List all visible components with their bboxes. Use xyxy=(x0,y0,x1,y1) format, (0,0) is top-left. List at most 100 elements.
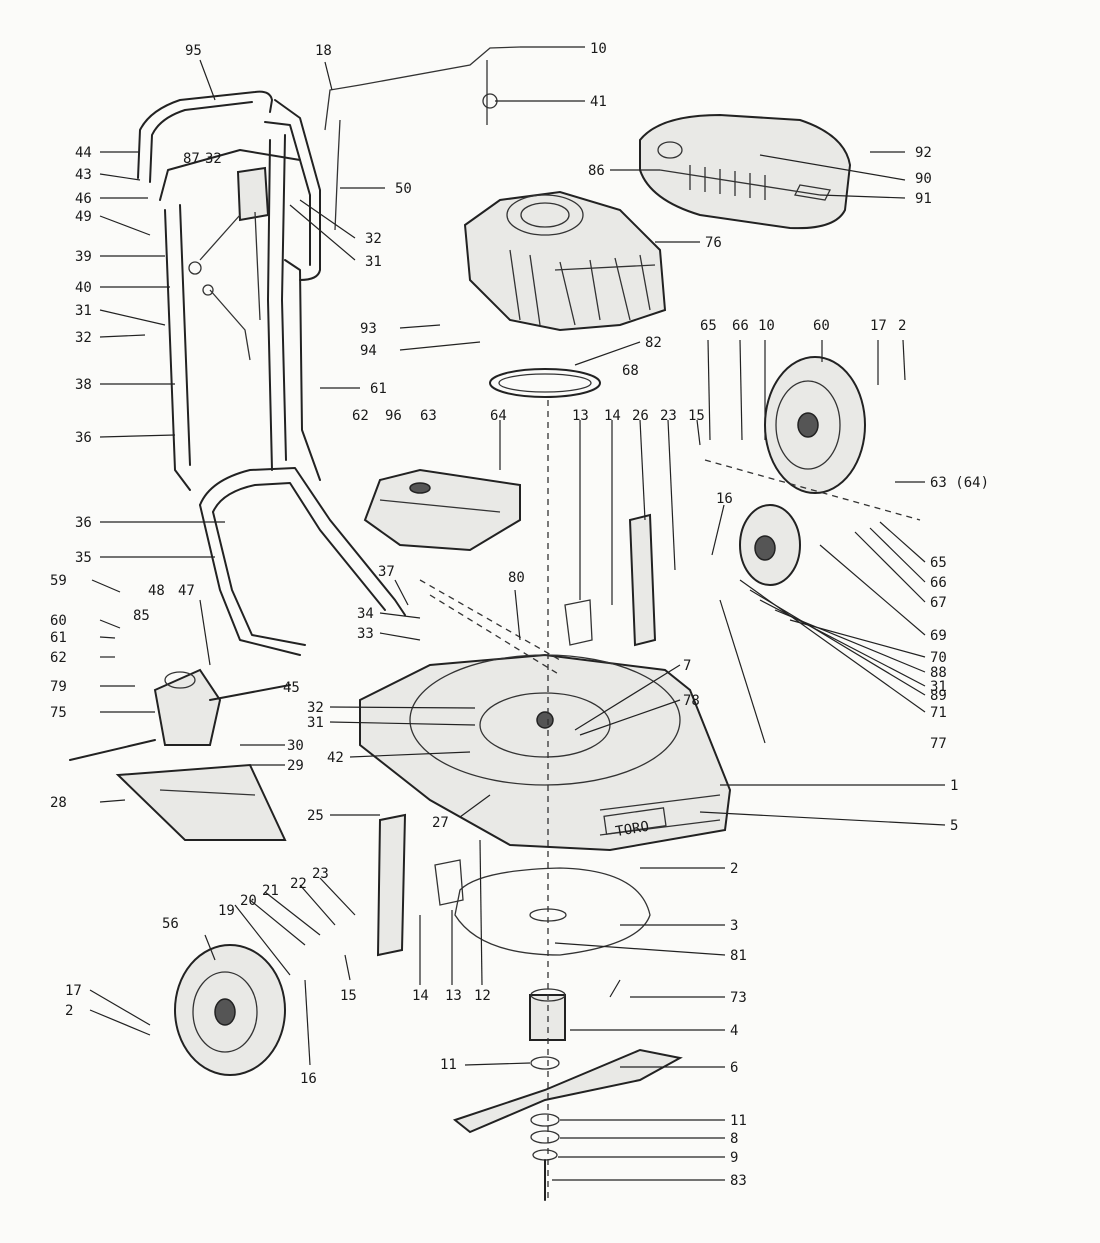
handle-control-bracket xyxy=(188,166,270,361)
callout-numbers: 95 18 10 41 44 43 87 32 46 49 39 40 31 3… xyxy=(50,41,989,1189)
callout-60: 60 xyxy=(50,613,67,629)
upper-handle xyxy=(137,90,321,281)
callout-37: 37 xyxy=(378,564,395,580)
brand-text: TORO xyxy=(614,819,650,841)
callout-43: 43 xyxy=(75,167,92,183)
callout-7: 7 xyxy=(683,658,691,674)
callout-10: 10 xyxy=(590,41,607,57)
front-wheel xyxy=(174,944,286,1076)
callout-95: 95 xyxy=(185,43,202,59)
callout-8: 8 xyxy=(730,1131,738,1147)
callout-90: 90 xyxy=(915,171,932,187)
callout-39: 39 xyxy=(75,249,92,265)
callout-21: 21 xyxy=(262,883,279,899)
callout-40: 40 xyxy=(75,280,92,296)
callout-3: 3 xyxy=(730,918,738,934)
callout-70: 70 xyxy=(930,650,947,666)
callout-69: 69 xyxy=(930,628,947,644)
callout-19: 19 xyxy=(218,903,235,919)
callout-66: 66 xyxy=(732,318,749,334)
callout-44: 44 xyxy=(75,145,92,161)
callout-13: 13 xyxy=(572,408,589,424)
callout-2: 2 xyxy=(898,318,906,334)
callout-89: 89 xyxy=(930,688,947,704)
callout-61: 61 xyxy=(50,630,67,646)
callout-59: 59 xyxy=(50,573,67,589)
callout-32: 32 xyxy=(365,231,382,247)
callout-31: 31 xyxy=(307,715,324,731)
callout-42: 42 xyxy=(327,750,344,766)
callout-2: 2 xyxy=(65,1003,73,1019)
callout-92: 92 xyxy=(915,145,932,161)
callout-31: 31 xyxy=(930,679,947,695)
callout-71: 71 xyxy=(930,705,947,721)
callout-79: 79 xyxy=(50,679,67,695)
callout-18: 18 xyxy=(315,43,332,59)
callout-36: 36 xyxy=(75,515,92,531)
callout-77: 77 xyxy=(930,736,947,752)
lower-handle-bar xyxy=(199,467,406,656)
callout-31: 31 xyxy=(365,254,382,270)
callout-56: 56 xyxy=(162,916,179,932)
callout-94: 94 xyxy=(360,343,377,359)
callout-66: 66 xyxy=(930,575,947,591)
discharge-chute xyxy=(115,763,287,841)
engine-cover xyxy=(639,113,852,230)
rear-wheel xyxy=(764,356,866,494)
callout-16: 16 xyxy=(300,1071,317,1087)
callout-63-64: 63 (64) xyxy=(930,475,989,491)
callout-46: 46 xyxy=(75,191,92,207)
callout-34: 34 xyxy=(357,606,374,622)
belt-cover xyxy=(363,468,521,552)
callout-81: 81 xyxy=(730,948,747,964)
callout-67: 67 xyxy=(930,595,947,611)
callout-13: 13 xyxy=(445,988,462,1004)
callout-83: 83 xyxy=(730,1173,747,1189)
callout-16: 16 xyxy=(716,491,733,507)
callout-4: 4 xyxy=(730,1023,738,1039)
callout-14: 14 xyxy=(412,988,429,1004)
callout-60: 60 xyxy=(813,318,830,334)
callout-15: 15 xyxy=(688,408,705,424)
callout-5: 5 xyxy=(950,818,958,834)
callout-64: 64 xyxy=(490,408,507,424)
callout-65: 65 xyxy=(930,555,947,571)
callout-93: 93 xyxy=(360,321,377,337)
cutting-blade xyxy=(452,1048,683,1134)
rear-axle-line xyxy=(704,459,921,521)
callout-15: 15 xyxy=(340,988,357,1004)
wheel-hub xyxy=(739,504,801,586)
callout-73: 73 xyxy=(730,990,747,1006)
callout-82: 82 xyxy=(645,335,662,351)
lower-handle-frame xyxy=(164,134,321,491)
callout-32: 32 xyxy=(75,330,92,346)
callout-25: 25 xyxy=(307,808,324,824)
callout-86: 86 xyxy=(588,163,605,179)
callout-10: 10 xyxy=(758,318,775,334)
callout-12: 12 xyxy=(474,988,491,1004)
callout-23: 23 xyxy=(660,408,677,424)
callout-26: 26 xyxy=(632,408,649,424)
callout-32: 32 xyxy=(205,151,222,167)
callout-91: 91 xyxy=(915,191,932,207)
callout-41: 41 xyxy=(590,94,607,110)
drive-chain xyxy=(419,579,561,676)
callout-20: 20 xyxy=(240,893,257,909)
callout-62: 62 xyxy=(352,408,369,424)
engine xyxy=(463,190,667,332)
callout-35: 35 xyxy=(75,550,92,566)
callout-48: 48 xyxy=(148,583,165,599)
callout-38: 38 xyxy=(75,377,92,393)
callout-36: 36 xyxy=(75,430,92,446)
callout-31: 31 xyxy=(75,303,92,319)
callout-80: 80 xyxy=(508,570,525,586)
callout-22: 22 xyxy=(290,876,307,892)
callout-28: 28 xyxy=(50,795,67,811)
callout-6: 6 xyxy=(730,1060,738,1076)
callout-47: 47 xyxy=(178,583,195,599)
callout-65: 65 xyxy=(700,318,717,334)
leader-lines xyxy=(89,46,946,1181)
callout-76: 76 xyxy=(705,235,722,251)
